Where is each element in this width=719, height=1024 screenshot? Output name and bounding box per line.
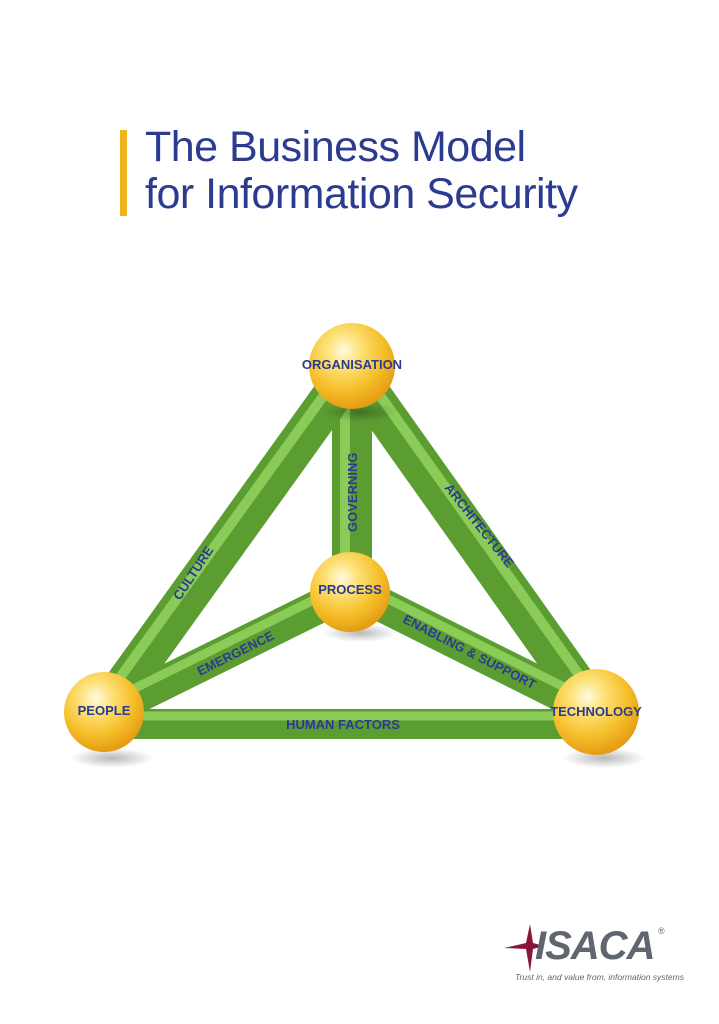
node-technology: TECHNOLOGY xyxy=(550,669,642,755)
node-process: PROCESS xyxy=(310,552,390,632)
organisation-label: ORGANISATION xyxy=(302,357,402,372)
people-sphere xyxy=(64,672,144,752)
title-line-1: The Business Model xyxy=(145,123,526,171)
bar-process-people xyxy=(97,574,360,728)
people-label: PEOPLE xyxy=(78,703,131,718)
edge-label-human-factors: HUMAN FACTORS xyxy=(286,717,400,732)
title-line-2: for Information Security xyxy=(145,170,578,218)
isaca-star-icon xyxy=(504,924,544,972)
bar-process-technology xyxy=(344,574,604,728)
node-people: PEOPLE xyxy=(64,672,144,752)
logo-wordmark: ISACA xyxy=(535,924,655,968)
logo-tagline: Trust in, and value from, information sy… xyxy=(515,972,684,982)
edge-label-governing: GOVERNING xyxy=(345,453,360,532)
connector-bars xyxy=(88,356,613,739)
title-accent-bar xyxy=(120,130,127,216)
registered-mark: ® xyxy=(658,926,665,936)
organisation-sphere xyxy=(309,323,395,409)
node-organisation: ORGANISATION xyxy=(302,323,402,409)
technology-sphere xyxy=(553,669,639,755)
process-label: PROCESS xyxy=(318,582,382,597)
bar-organisation-people xyxy=(88,356,369,724)
technology-label: TECHNOLOGY xyxy=(550,704,642,719)
process-sphere xyxy=(310,552,390,632)
page-title: The Business Model for Information Secur… xyxy=(145,124,578,218)
isaca-logo: ISACA ® Trust in, and value from, inform… xyxy=(500,922,684,992)
bar-organisation-technology xyxy=(335,356,613,724)
